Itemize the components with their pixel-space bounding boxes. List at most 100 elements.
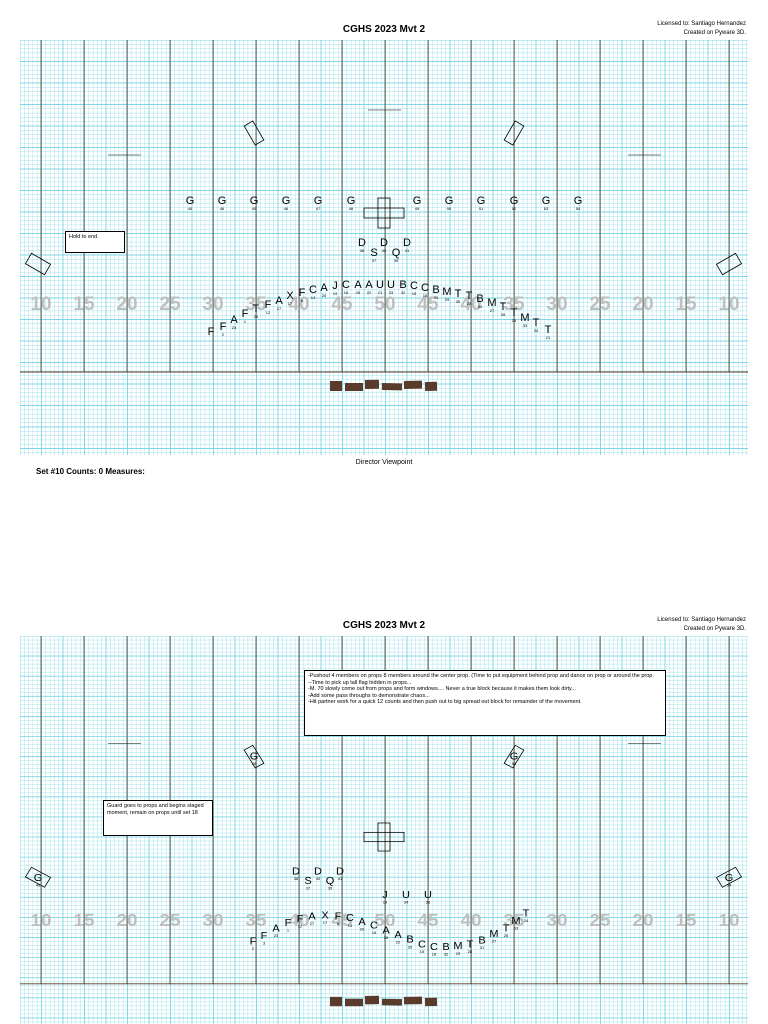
performer-letter: Q [392, 247, 401, 259]
performer-number: 24 [254, 314, 259, 319]
performer-letter: A [230, 314, 238, 326]
performer-number: 41 [338, 876, 342, 881]
performer-marker: T24 [253, 303, 260, 319]
performer-marker: A22 [394, 929, 402, 944]
performer-number: 27 [490, 308, 495, 313]
performer-number: 22 [396, 940, 400, 945]
performer-number: 53 [512, 761, 516, 766]
performer-letter: B [432, 284, 439, 296]
yard-number: 45 [331, 294, 353, 315]
performer-marker: D41 [403, 237, 411, 253]
performer-letter: C [309, 284, 317, 296]
performer-number: 33 [514, 926, 518, 931]
performer-letter: C [410, 280, 418, 292]
performer-number: 27 [277, 306, 282, 311]
performer-marker: B30 [406, 934, 413, 949]
performer-marker: C18 [430, 941, 438, 956]
performer-marker: D40 [380, 237, 388, 253]
performer-letter: G [574, 195, 583, 207]
performer-marker: G48 [347, 195, 356, 211]
performer-marker: B32 [399, 279, 406, 295]
front-ensemble [330, 379, 438, 391]
performer-marker: C14 [309, 284, 317, 300]
performer-number: 53 [544, 206, 549, 211]
performer-number: 49 [415, 206, 420, 211]
performer-number: 50 [447, 206, 452, 211]
performer-marker: J19 [382, 889, 387, 904]
performer-letter: J [332, 280, 338, 292]
performer-letter: F [285, 917, 292, 929]
performer-letter: T [503, 923, 510, 935]
performer-marker: G53 [510, 751, 519, 766]
performer-number: 38 [294, 876, 298, 881]
performer-letter: D [292, 866, 300, 878]
performer-letter: X [321, 910, 328, 922]
performer-marker: M33 [511, 915, 520, 930]
performer-number: 24 [534, 328, 539, 333]
license-line: Licensed to: Santiago Hernandez [657, 21, 746, 27]
performer-marker: G46 [282, 195, 291, 211]
performer-marker: C15 [410, 280, 418, 296]
performer-letter: A [308, 911, 316, 923]
performer-number: 45 [36, 883, 40, 888]
performer-marker: F6 [299, 287, 306, 303]
performer-letter: T [455, 288, 462, 300]
performer-marker: D41 [336, 866, 344, 881]
performer-number: 37 [372, 258, 377, 263]
performer-letter: F [261, 930, 268, 942]
performer-marker: M33 [520, 312, 529, 328]
note-text: Hold to end. [69, 234, 99, 240]
performer-letter: B [406, 934, 413, 946]
yard-number: 25 [589, 294, 611, 315]
yard-lines [20, 40, 748, 373]
yard-number: 15 [73, 294, 95, 315]
performer-number: 15 [420, 949, 424, 954]
performer-marker: Q39 [392, 247, 401, 263]
performer-marker: T21 [545, 324, 552, 340]
performer-number: 54 [576, 206, 581, 211]
performer-number: 38 [360, 248, 365, 253]
performer-letter: F [250, 936, 257, 948]
prop-platform [715, 252, 743, 276]
performer-number: 35 [501, 312, 506, 317]
yard-number: 40 [288, 294, 309, 315]
prop-platform [503, 120, 525, 146]
performer-letter: T [500, 301, 507, 313]
performer-letter: C [342, 279, 350, 291]
hold-note: Hold to end. [65, 231, 125, 253]
created-line: Created on Pyware 3D. [683, 30, 746, 36]
performer-letter: G [347, 195, 356, 207]
yard-number: 45 [417, 294, 439, 315]
note-line: --Time to pick up tall flag hidden in pr… [308, 679, 412, 686]
guard-note: Guard goes to props and begins staged mo… [103, 800, 213, 836]
performer-number: 6 [301, 298, 304, 303]
performer-number: 39 [328, 886, 332, 891]
performer-number: 2 [222, 332, 225, 337]
performer-number: 21 [378, 290, 383, 295]
performer-marker: F1 [285, 917, 292, 932]
performer-number: 25 [512, 318, 517, 323]
performer-marker: B32 [442, 941, 449, 956]
performer-number: 26 [356, 290, 361, 295]
performer-number: 32 [444, 952, 448, 957]
performer-letter: S [304, 875, 311, 887]
performer-marker: G54 [574, 195, 583, 211]
performer-number: 27 [310, 921, 314, 926]
performer-number: 14 [311, 295, 316, 300]
performer-letter: G [413, 195, 422, 207]
performer-number: 40 [316, 876, 320, 881]
performer-number: 28 [467, 301, 472, 306]
performer-marker: G50 [445, 195, 454, 211]
performer-number: 18 [432, 952, 436, 957]
performer-letter: F [242, 308, 249, 320]
performer-marker: A26 [354, 279, 362, 295]
performer-number: 47 [316, 206, 321, 211]
hash-marks [108, 109, 661, 156]
performer-letter: G [314, 195, 323, 207]
yard-number: 20 [116, 909, 137, 929]
performer-number: 21 [546, 335, 551, 340]
performer-marker: F12 [297, 913, 304, 928]
prop-platform [243, 120, 265, 146]
performer-marker: A20 [320, 282, 328, 298]
